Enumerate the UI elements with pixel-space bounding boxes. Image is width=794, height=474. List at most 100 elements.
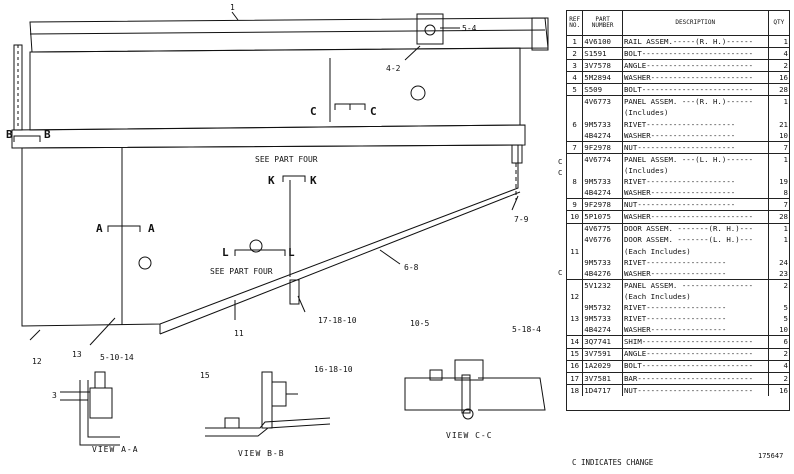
- table-row: 4B4276 WASHER-----------------23: [565, 267, 791, 280]
- table-row: 4B4274 WASHER-------------------10: [565, 129, 791, 142]
- change-mark: C: [558, 168, 563, 178]
- description-cell: RAIL ASSEM.-----(R. H.)------: [621, 34, 769, 48]
- qty-cell: 24: [767, 256, 791, 268]
- ref-cell: 8: [565, 176, 584, 188]
- qty-cell: 1: [767, 34, 791, 48]
- description-cell: WASHER-----------------------: [621, 71, 769, 84]
- description-cell: DOOR ASSEM. -------(L. H.)---: [621, 234, 769, 246]
- section-k-left: K: [268, 174, 275, 187]
- description-cell: NUT----------------------: [621, 140, 769, 154]
- ref-cell: [565, 165, 584, 177]
- callout-11: 11: [234, 329, 244, 338]
- description-cell: RIVET--------------------: [621, 176, 769, 188]
- description-cell: PANEL ASSEM. ---(L. H.)------: [621, 152, 769, 166]
- part-number-cell: [582, 245, 623, 257]
- description-cell: WASHER-----------------: [621, 267, 769, 280]
- description-cell: (Each Includes): [621, 291, 769, 303]
- description-cell: NUT--------------------------: [621, 383, 769, 396]
- parts-table-header: REF NO. PART NUMBER DESCRIPTION QTY: [565, 10, 791, 36]
- see-part-four-note-2: SEE PART FOUR: [210, 267, 273, 276]
- ref-cell: [565, 152, 584, 166]
- part-number-cell: 3V7591: [582, 347, 623, 361]
- qty-cell: 4: [767, 359, 791, 373]
- table-row: 11 (Each Includes): [565, 245, 791, 257]
- bar-17: [289, 279, 300, 305]
- change-mark: C: [558, 157, 563, 167]
- section-b-right: B: [44, 128, 51, 141]
- section-l-left: L: [222, 246, 229, 259]
- qty-cell: [767, 107, 791, 119]
- part-number-cell: 4B4276: [582, 267, 623, 280]
- part-number-cell: 4B4274: [582, 187, 623, 199]
- qty-cell: 21: [767, 118, 791, 130]
- ref-cell: 15: [565, 347, 584, 361]
- part-number-cell: 4B4274: [582, 129, 623, 142]
- qty-cell: [767, 245, 791, 257]
- qty-cell: 7: [767, 198, 791, 211]
- callout-5-10-14: 5-10-14: [100, 353, 134, 362]
- description-cell: BOLT-------------------------: [621, 47, 769, 60]
- qty-cell: 10: [767, 324, 791, 336]
- table-row: (Includes): [565, 165, 791, 177]
- qty-cell: 2: [767, 278, 791, 292]
- callout-17-18-10: 17-18-10: [318, 316, 357, 325]
- part-number-cell: 1D4717: [582, 383, 623, 396]
- callout-13: 13: [72, 350, 82, 359]
- section-a-right: A: [148, 222, 155, 235]
- ref-cell: [565, 129, 584, 142]
- part-number-cell: 4V6775: [582, 222, 623, 235]
- callout-5-4: 5-4: [462, 24, 477, 33]
- description-cell: PANEL ASSEM. ---(R. H.)------: [621, 95, 769, 108]
- part-number-cell: 4B4274: [582, 324, 623, 336]
- ref-cell: [565, 278, 584, 292]
- part-number-cell: 9M5733: [582, 176, 623, 188]
- ref-cell: 13: [565, 313, 584, 325]
- part-number-cell: [582, 107, 623, 119]
- part-number-cell: 1A2029: [582, 359, 623, 373]
- part-number-cell: 9F2978: [582, 140, 623, 154]
- ref-cell: 2: [565, 47, 584, 60]
- part-number-cell: [582, 291, 623, 303]
- header-description: DESCRIPTION: [621, 10, 769, 36]
- table-row: 9M5733 RIVET------------------24: [565, 256, 791, 268]
- description-cell: ANGLE------------------------: [621, 347, 769, 361]
- section-b-left: B: [6, 128, 13, 141]
- part-number-cell: 9M5733: [582, 313, 623, 325]
- ref-cell: [565, 234, 584, 246]
- table-row: 9M5732 RIVET------------------5: [565, 302, 791, 314]
- part-number-cell: 9M5732: [582, 302, 623, 314]
- part-number-cell: S1591: [582, 47, 623, 60]
- part-number-cell: 5P1075: [582, 210, 623, 223]
- ref-cell: 4: [565, 71, 584, 84]
- ref-cell: [565, 256, 584, 268]
- description-cell: WASHER-----------------------: [621, 210, 769, 223]
- description-cell: NUT----------------------: [621, 198, 769, 211]
- drawing-code: 175647: [758, 452, 784, 460]
- callout-4-2: 4-2: [386, 64, 401, 73]
- ref-cell: 5: [565, 83, 584, 96]
- ref-cell: [565, 324, 584, 336]
- callout-6-8: 6-8: [404, 263, 419, 272]
- part-number-cell: 9M5733: [582, 118, 623, 130]
- description-cell: SHIM-------------------------: [621, 335, 769, 349]
- qty-cell: 5: [767, 302, 791, 314]
- qty-cell: 1: [767, 234, 791, 246]
- header-ref: REF NO.: [565, 10, 584, 36]
- description-cell: RIVET------------------: [621, 313, 769, 325]
- callout-12: 12: [32, 357, 42, 366]
- table-row: 4B4274 WASHER-----------------10: [565, 324, 791, 336]
- callout-15: 15: [200, 371, 210, 380]
- description-cell: PANEL ASSEM. ----------------: [621, 278, 769, 292]
- qty-cell: 2: [767, 347, 791, 361]
- view-b-b-sketch: [205, 371, 331, 437]
